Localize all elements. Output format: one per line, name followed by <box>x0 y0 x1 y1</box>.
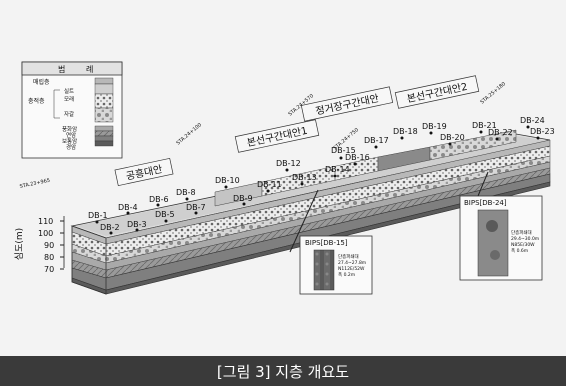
section-label-3: 정거장구간대안 <box>300 86 394 122</box>
borehole-label: DB-3 <box>127 220 147 229</box>
borehole-label: DB-23 <box>530 127 555 136</box>
bips-inset-db15: BIPS[DB-15] 단층파쇄대 27.4~27.8m N112E/52W 폭… <box>299 235 373 295</box>
section-label-2: 본선구간대안1 <box>234 119 320 153</box>
svg-text:폭 0.2m: 폭 0.2m <box>338 272 355 278</box>
svg-text:폭 0.6m: 폭 0.6m <box>511 248 528 254</box>
section-label-1: 공흥대안 <box>114 157 174 187</box>
borehole-label: DB-16 <box>345 153 370 162</box>
svg-text:80: 80 <box>44 253 54 262</box>
borehole-label: DB-11 <box>257 180 282 189</box>
borehole-label: DB-15 <box>331 146 356 155</box>
step-4 <box>429 129 517 161</box>
borehole-markers <box>95 125 540 235</box>
borehole-label: DB-2 <box>100 223 120 232</box>
borehole-label: DB-10 <box>215 176 240 185</box>
svg-text:모래: 모래 <box>64 95 74 103</box>
borehole-label: DB-13 <box>292 173 317 182</box>
svg-text:범: 범 <box>58 64 65 74</box>
borehole-label: DB-12 <box>276 159 301 168</box>
svg-text:110: 110 <box>38 217 53 226</box>
svg-text:단층파쇄대: 단층파쇄대 <box>511 229 532 236</box>
borehole-label: DB-14 <box>325 165 350 174</box>
svg-text:보통암: 보통암 <box>62 137 77 145</box>
bips-inset-db24: BIPS[DB-24] 단층파쇄대 29.4~30.0m N85E/30W 폭 … <box>459 195 543 281</box>
station-label-1: STA.23+965 <box>19 178 50 190</box>
station-label-2: STA.24+100 <box>175 122 202 146</box>
legend: 범 례 매립층 충적층 실트 모래 자갈 풍화암 연암 보통암 경암 <box>21 61 123 159</box>
station-label-5: STA.25+180 <box>479 81 506 105</box>
svg-text:단층파쇄대: 단층파쇄대 <box>338 253 359 260</box>
borehole-label: DB-6 <box>149 195 169 204</box>
svg-text:심도(m): 심도(m) <box>14 228 25 260</box>
svg-text:27.4~27.8m: 27.4~27.8m <box>338 260 366 266</box>
svg-text:BIPS[DB-24]: BIPS[DB-24] <box>464 199 507 207</box>
svg-text:매립층: 매립층 <box>33 78 50 86</box>
svg-text:자갈: 자갈 <box>64 110 74 118</box>
svg-text:경암: 경암 <box>66 143 76 151</box>
svg-text:29.4~30.0m: 29.4~30.0m <box>511 236 539 242</box>
svg-text:충적층: 충적층 <box>28 97 45 105</box>
borehole-label: DB-7 <box>186 203 206 212</box>
svg-text:BIPS[DB-15]: BIPS[DB-15] <box>305 239 348 247</box>
svg-text:N85E/30W: N85E/30W <box>511 242 535 248</box>
svg-text:90: 90 <box>44 241 54 250</box>
borehole-labels: DB-1 DB-2 DB-3 DB-4 DB-5 DB-6 DB-7 DB-8 … <box>88 116 555 232</box>
borehole-label: DB-18 <box>393 127 418 136</box>
borehole-label: DB-8 <box>176 188 196 197</box>
figure-caption: [그림 3] 지층 개요도 <box>0 356 566 386</box>
svg-text:실트: 실트 <box>64 87 74 95</box>
borehole-label: DB-4 <box>118 203 138 212</box>
section-label-4: 본선구간대안2 <box>394 75 480 109</box>
borehole-label: DB-5 <box>155 210 175 219</box>
borehole-label: DB-24 <box>520 116 545 125</box>
borehole-label: DB-19 <box>422 122 447 131</box>
fault-line-1 <box>289 189 319 253</box>
fault-line-2 <box>477 171 489 197</box>
svg-text:N112E/52W: N112E/52W <box>338 266 365 272</box>
caption-text: [그림 3] 지층 개요도 <box>216 362 350 381</box>
borehole-label: DB-9 <box>233 194 253 203</box>
borehole-label: DB-21 <box>472 121 497 130</box>
borehole-label: DB-1 <box>88 211 108 220</box>
geologic-block-diagram: 공흥대안 본선구간대안1 정거장구간대안 본선구간대안2 STA.23+965 … <box>14 61 555 295</box>
svg-text:100: 100 <box>38 229 53 238</box>
svg-text:70: 70 <box>44 265 54 274</box>
depth-axis: 110 100 90 80 70 심도(m) <box>14 216 65 274</box>
svg-text:풍화암: 풍화암 <box>62 125 77 133</box>
borehole-label: DB-22 <box>488 128 513 137</box>
block-left-face <box>71 225 107 295</box>
svg-text:연암: 연암 <box>66 131 76 139</box>
borehole-label: DB-20 <box>440 133 465 142</box>
fill-layer-top <box>76 136 548 236</box>
svg-text:례: 례 <box>86 64 93 74</box>
borehole-label: DB-17 <box>364 136 389 145</box>
